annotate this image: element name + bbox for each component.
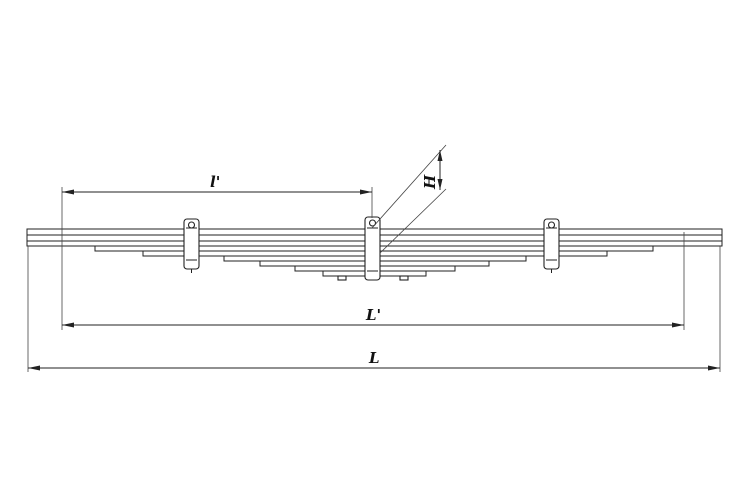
dimension-label-l-prime: l': [210, 173, 220, 191]
extension-lines: [27, 187, 721, 372]
dimension-L-prime: L': [62, 306, 684, 328]
left-clamp: [183, 218, 200, 273]
center-clamp: [364, 216, 381, 281]
dimension-label-H: H: [421, 174, 439, 190]
dimension-label-L: L: [368, 349, 380, 367]
right-clamp: [543, 218, 560, 273]
dimension-label-L-prime: L': [365, 306, 381, 324]
dimension-L: L: [28, 349, 720, 371]
center-bolt-heads: [337, 275, 409, 281]
dimension-H: H: [371, 144, 447, 254]
dimension-l-prime: l': [62, 173, 372, 195]
